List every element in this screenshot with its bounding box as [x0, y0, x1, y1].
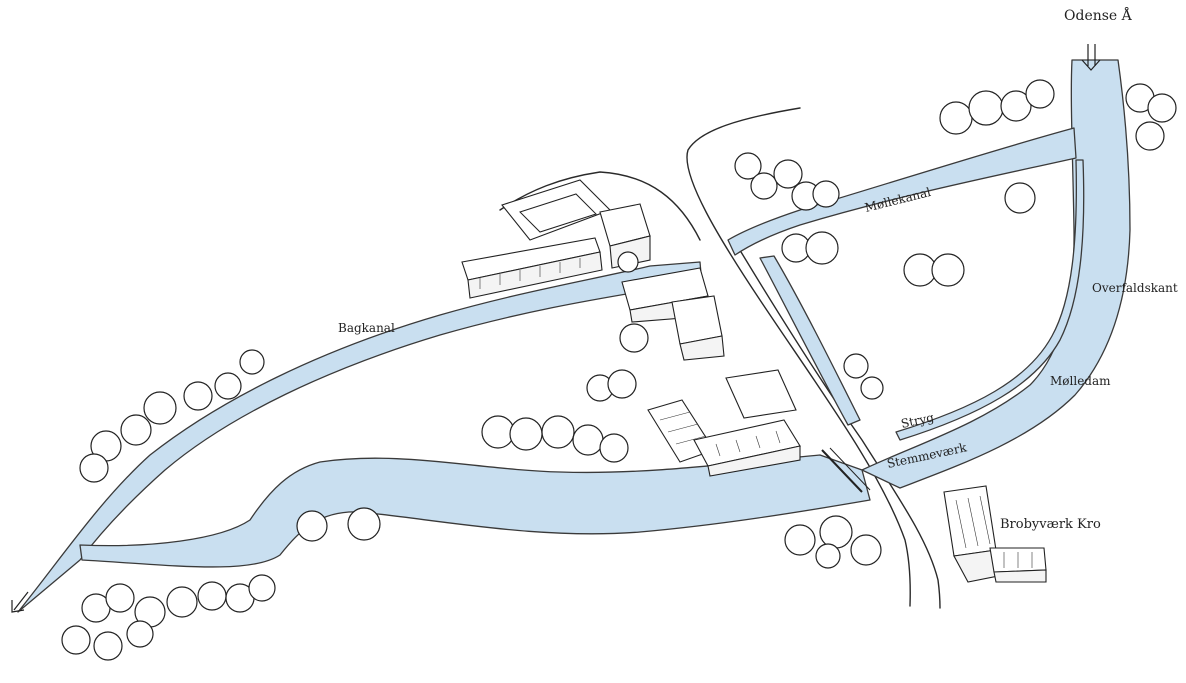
annex-wall	[679, 335, 725, 361]
back-canal	[17, 261, 703, 613]
tree-group	[61, 507, 381, 661]
main-road-left-edge	[686, 107, 911, 607]
overflow-edge-channel	[895, 159, 1085, 441]
trees	[61, 79, 1177, 661]
waterways	[17, 59, 1131, 613]
tree-group	[939, 79, 1177, 214]
lower-river-branch	[79, 454, 871, 568]
annex-roof	[671, 295, 723, 345]
label-back-canal: Bagkanal	[338, 321, 395, 335]
long-barn-wall	[467, 251, 603, 299]
farm-buildings	[647, 369, 801, 477]
farmhouse-roof	[725, 369, 797, 419]
tree-group	[79, 349, 265, 483]
inn-main-roof	[943, 485, 997, 557]
inn-wing-wall	[993, 569, 1047, 583]
label-odense-aa: Odense Å	[1064, 6, 1133, 24]
long-farm-wall	[707, 445, 801, 477]
tree-group	[481, 323, 649, 463]
tree-group	[784, 515, 882, 569]
label-stryg: Stryg	[900, 410, 936, 431]
down-arrow-icon	[1081, 44, 1101, 71]
down-left-arrow-icon	[11, 591, 29, 613]
label-overflow-edge: Overfaldskant	[1092, 281, 1178, 295]
tree-group	[734, 152, 965, 400]
waterwheel-icon	[617, 251, 639, 273]
inn-building	[943, 485, 1047, 583]
courtyard	[519, 193, 597, 233]
dam-works	[821, 447, 871, 493]
stryg-stream	[759, 255, 861, 426]
label-brobyvaerk-kro: Brobyværk Kro	[1000, 517, 1101, 532]
label-mill-pond: Mølledam	[1050, 374, 1111, 388]
mill-canal	[727, 127, 1077, 256]
odense-aa-river	[861, 59, 1131, 489]
mill-complex	[461, 179, 725, 361]
estate-road	[499, 171, 701, 241]
